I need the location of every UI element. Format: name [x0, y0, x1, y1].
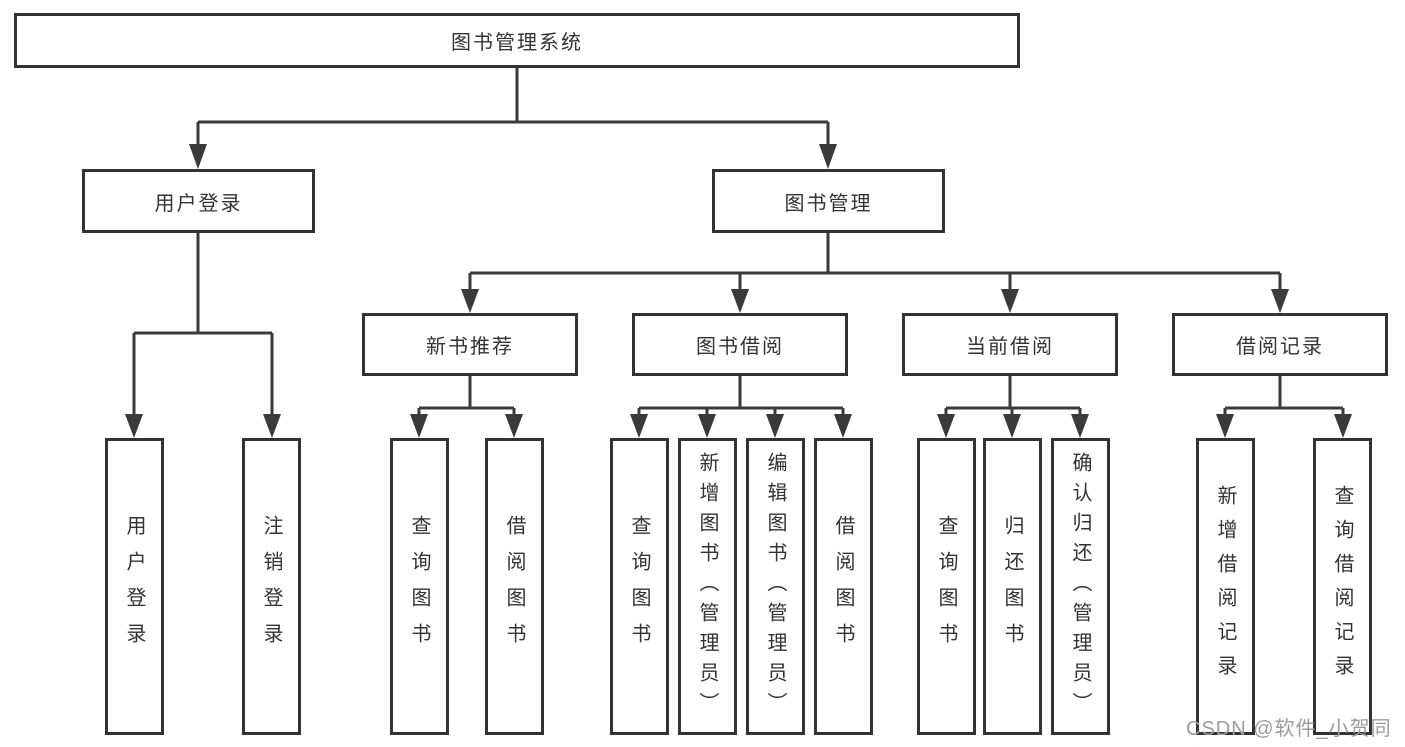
node-borrow-records: 借阅记录: [1172, 313, 1388, 376]
leaf-confirm-return-admin: 确认归还（管理员）: [1051, 438, 1110, 735]
leaf-borrow-books-recommend: 借阅图书: [485, 438, 544, 735]
leaf-add-borrow-record: 新增借阅记录: [1196, 438, 1255, 735]
leaf-edit-books-admin: 编辑图书（管理员）: [746, 438, 805, 735]
node-user-login: 用户登录: [82, 169, 315, 233]
node-current-borrow: 当前借阅: [902, 313, 1118, 376]
leaf-user-login: 用户登录: [105, 438, 164, 735]
node-new-book-recommend: 新书推荐: [362, 313, 578, 376]
node-book-borrow: 图书借阅: [632, 313, 848, 376]
leaf-return-books: 归还图书: [983, 438, 1042, 735]
csdn-watermark: CSDN @软件_小贺同学: [1186, 718, 1392, 740]
leaf-borrow-books: 借阅图书: [814, 438, 873, 735]
leaf-query-books-borrow: 查询图书: [610, 438, 669, 735]
node-root-library-system: 图书管理系统: [14, 13, 1020, 68]
node-book-management: 图书管理: [712, 169, 945, 233]
leaf-query-borrow-record: 查询借阅记录: [1313, 438, 1372, 735]
leaf-logout: 注销登录: [242, 438, 301, 735]
leaf-query-books-recommend: 查询图书: [390, 438, 449, 735]
leaf-query-books-current: 查询图书: [917, 438, 976, 735]
leaf-add-books-admin: 新增图书（管理员）: [678, 438, 737, 735]
